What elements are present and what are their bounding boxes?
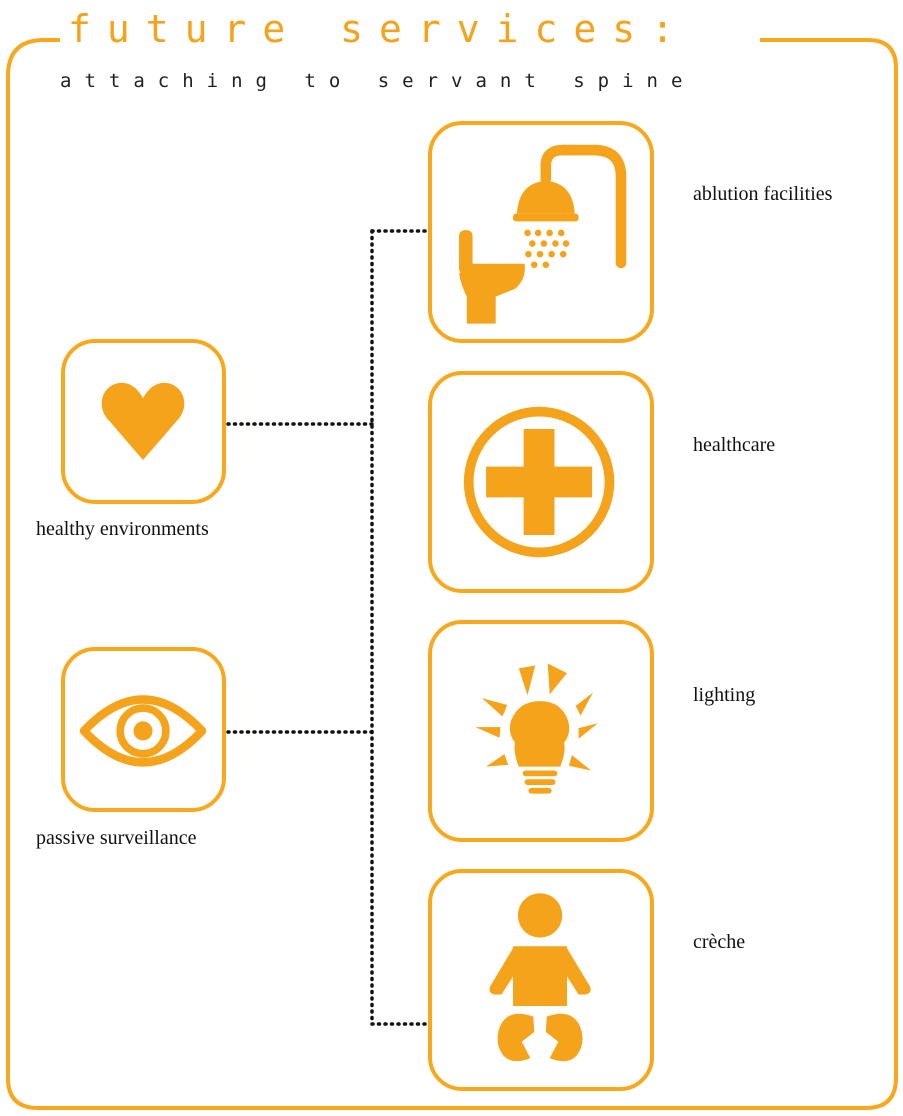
spine-connectors: [226, 229, 430, 1026]
eye-icon: [79, 695, 207, 767]
page-title: future services:: [62, 6, 697, 52]
passive-surveillance-label: passive surveillance: [36, 827, 197, 849]
page-subtitle: attaching to servant spine: [60, 70, 696, 92]
heart-icon: [101, 382, 185, 461]
baby-icon: [489, 893, 591, 1062]
ablution-facilities-label: ablution facilities: [693, 183, 833, 205]
toilet-shower-icon: [459, 144, 627, 324]
ablution-facilities-tile: [428, 121, 654, 343]
lighting-label: lighting: [693, 684, 756, 706]
medical-cross-icon: [463, 406, 615, 558]
healthcare-label: healthcare: [693, 434, 776, 456]
passive-surveillance-tile: [61, 647, 226, 812]
creche-label: crèche: [693, 931, 746, 953]
light-bulb-icon: [475, 663, 598, 794]
healthy-environments-label: healthy environments: [36, 518, 209, 540]
creche-tile: [428, 869, 654, 1091]
lighting-tile: [428, 620, 654, 842]
frame-border: [6, 38, 898, 1110]
healthy-environments-tile: [61, 339, 226, 504]
healthcare-tile: [428, 371, 654, 593]
